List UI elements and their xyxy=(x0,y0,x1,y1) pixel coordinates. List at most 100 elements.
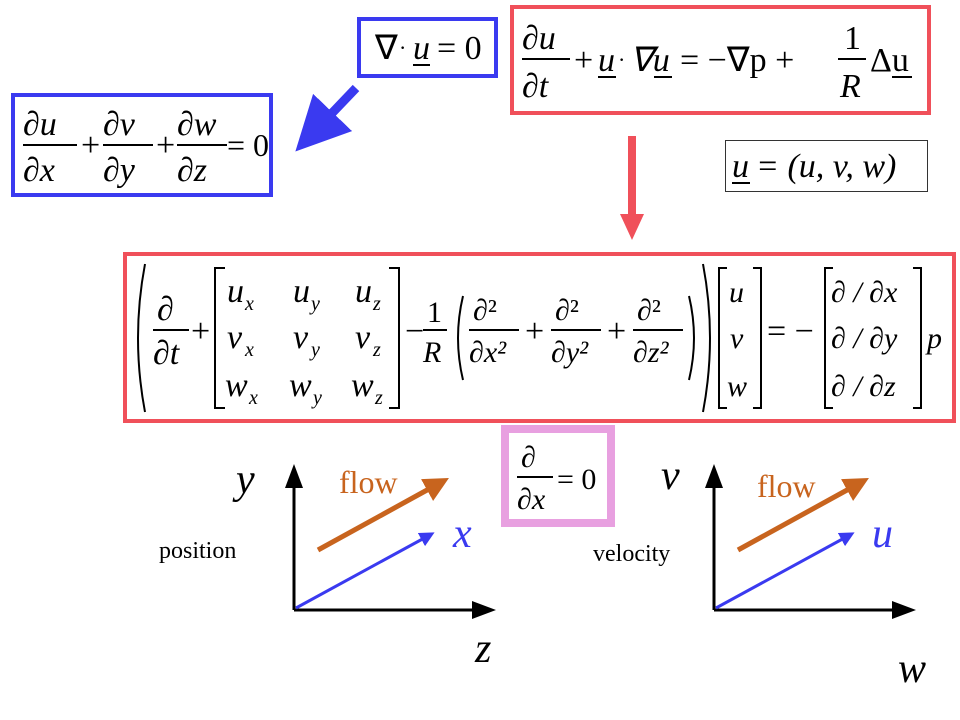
jacobian-entry: u xyxy=(227,273,244,310)
dot-operator: · xyxy=(399,35,406,60)
R-denominator: R xyxy=(839,68,861,105)
jacobian-entry: v xyxy=(227,319,243,356)
dy-denominator: ∂y xyxy=(103,152,136,189)
velocity-axes xyxy=(705,464,916,619)
grad-x: ∂ / ∂x xyxy=(831,276,898,309)
u-vector: u xyxy=(598,42,615,79)
dt-denominator: ∂t xyxy=(522,68,550,105)
plus-1: + xyxy=(191,313,210,350)
jacobian-subscript: y xyxy=(311,387,322,409)
plus-2: + xyxy=(156,127,175,164)
pressure-p: p xyxy=(925,322,942,355)
dx-denominator: ∂x xyxy=(517,483,546,516)
du-numerator: ∂u xyxy=(522,20,556,57)
u-direction-arrow xyxy=(715,532,855,610)
jacobian-entry: w xyxy=(289,367,312,404)
grad-z: ∂ / ∂z xyxy=(831,370,896,403)
dx-denominator: ∂x xyxy=(23,152,55,189)
dz2-denominator: ∂z² xyxy=(633,336,669,369)
velocity-definition-box: u = (u, v, w) xyxy=(725,140,928,192)
plus-1: + xyxy=(81,127,100,164)
velocity-flow-label: flow xyxy=(757,468,816,504)
jacobian-subscript: x xyxy=(244,339,254,361)
u-axis-label: u xyxy=(872,511,893,557)
continuity-vector-box: ∇ · u = 0 xyxy=(357,17,498,78)
jacobian-subscript: x xyxy=(244,293,254,315)
one-numerator: 1 xyxy=(427,296,442,329)
dx2-denominator: ∂x² xyxy=(469,336,507,369)
blue-transform-arrow xyxy=(295,84,360,152)
jacobian-entry: v xyxy=(355,319,371,356)
jacobian-subscript: z xyxy=(372,293,381,315)
position-flow-label: flow xyxy=(339,464,398,500)
velocity-caption: velocity xyxy=(593,541,671,567)
grad-y: ∂ / ∂y xyxy=(831,322,898,355)
continuity-components-box: ∂u ∂x + ∂v ∂y + ∂w ∂z = 0 xyxy=(11,93,273,197)
nabla-u: ∇u xyxy=(630,42,670,79)
jacobian-subscript: x xyxy=(248,387,258,409)
dz-denominator: ∂z xyxy=(177,152,207,189)
jacobian-subscript: y xyxy=(309,293,320,315)
continuity-components-equation: ∂u ∂x + ∂v ∂y + ∂w ∂z = 0 xyxy=(23,106,269,189)
velocity-components: = (u, v, w) xyxy=(756,148,896,185)
flow-arrow-position xyxy=(316,477,449,553)
nabla-symbol: ∇ xyxy=(374,30,398,67)
x-derivative-zero-box: ∂ ∂x = 0 xyxy=(501,425,615,527)
x-derivative-zero-equation: ∂ ∂x = 0 xyxy=(517,441,596,516)
d2-numerator-z: ∂² xyxy=(637,294,661,327)
x-direction-arrow xyxy=(295,532,435,610)
jacobian-entry: w xyxy=(351,367,374,404)
momentum-equation: ∂u ∂t + u · ∇u = −∇p + 1 R Δu xyxy=(522,20,912,105)
vector-v: v xyxy=(730,322,744,355)
laplacian-u: Δu xyxy=(870,42,909,79)
position-caption: position xyxy=(159,538,237,564)
partial-symbol: ∂ xyxy=(157,291,174,328)
one-numerator: 1 xyxy=(844,20,861,57)
red-transform-arrow-head xyxy=(620,214,644,240)
w-axis-label: w xyxy=(898,646,927,692)
equals-minus-grad-p: = −∇p + xyxy=(680,42,794,79)
velocity-definition: u = (u, v, w) xyxy=(732,148,896,185)
plus-2: + xyxy=(525,313,544,350)
matrix-equation: ∂ ∂t + u x u y u z v x v y v z w x w y w… xyxy=(137,263,942,413)
v-axis-label: v xyxy=(661,453,680,499)
jacobian-entry: u xyxy=(355,273,372,310)
equals-minus: = − xyxy=(767,313,814,350)
matrix-equation-box: ∂ ∂t + u x u y u z v x v y v z w x w y w… xyxy=(123,252,956,423)
d2-numerator-x: ∂² xyxy=(473,294,497,327)
jacobian-entry: v xyxy=(293,319,309,356)
dt-denominator: ∂t xyxy=(153,335,181,372)
dy2-denominator: ∂y² xyxy=(551,336,589,369)
u-vector: u xyxy=(413,30,430,67)
dot-operator: · xyxy=(618,47,625,72)
continuity-vector-equation: ∇ · u = 0 xyxy=(374,30,482,67)
jacobian-entry: u xyxy=(293,273,310,310)
plus: + xyxy=(574,42,593,79)
x-axis-label: x xyxy=(453,511,472,557)
dw-numerator: ∂w xyxy=(177,106,217,143)
plus-3: + xyxy=(607,313,626,350)
minus: − xyxy=(405,313,424,350)
equals-zero: = 0 xyxy=(227,127,269,163)
jacobian-subscript: y xyxy=(309,339,320,361)
position-axes xyxy=(285,464,496,619)
flow-arrow-velocity xyxy=(736,477,869,553)
dv-numerator: ∂v xyxy=(103,106,136,143)
d2-numerator-y: ∂² xyxy=(555,294,579,327)
du-numerator: ∂u xyxy=(23,106,57,143)
equals-zero: = 0 xyxy=(437,30,482,67)
vector-u: u xyxy=(729,276,744,309)
jacobian-entry: w xyxy=(225,367,248,404)
jacobian-matrix: u x u y u z v x v y v z w x w y w z xyxy=(225,273,383,409)
u-vector: u xyxy=(732,148,749,185)
equals-zero: = 0 xyxy=(557,463,596,496)
z-axis-label: z xyxy=(475,626,492,672)
vector-w: w xyxy=(727,370,747,403)
y-axis-label: y xyxy=(236,457,255,503)
jacobian-subscript: z xyxy=(374,387,383,409)
partial-symbol: ∂ xyxy=(521,441,536,474)
momentum-equation-box: ∂u ∂t + u · ∇u = −∇p + 1 R Δu xyxy=(510,5,931,115)
R-denominator: R xyxy=(422,336,441,369)
jacobian-subscript: z xyxy=(372,339,381,361)
